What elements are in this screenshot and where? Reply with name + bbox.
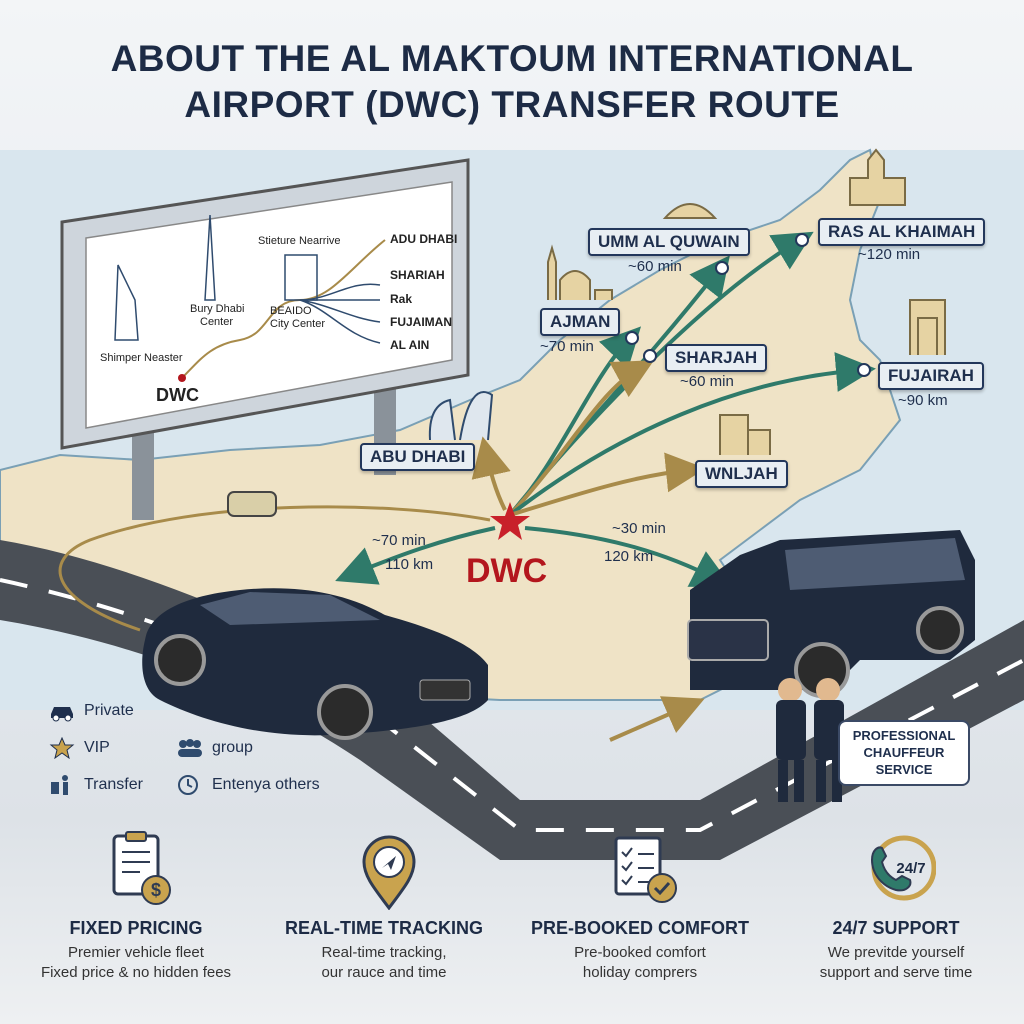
legend-others-label: Entenya others [212, 776, 320, 793]
dest-time-ajman: ~70 min [540, 338, 594, 355]
feature-24-7-support-line-1: We previtde yourself [827, 944, 965, 961]
dest-label-ras-al-khaimah: RAS AL KHAIMAH [818, 218, 986, 246]
traveler-luggage-icon [51, 775, 68, 795]
chauffeur-figures [776, 678, 844, 802]
feature-fixed-pricing: $ FIXED PRICING Premier vehicle fleet Fi… [8, 830, 264, 983]
small-van-icon [227, 491, 277, 517]
group-icon [178, 739, 202, 757]
dest-label-sharjah: SHARJAH [665, 344, 768, 372]
route-stop-markers [625, 233, 871, 377]
title-line-1: ABOUT THE AL MAKTOUM INTERNATIONAL [110, 38, 914, 79]
umm-al-quwain-landmark [662, 203, 718, 219]
ajman-landmark [547, 244, 613, 300]
feature-24-7-support-line-2: support and serve time [819, 964, 973, 981]
dest-time-sharjah: ~60 min [680, 373, 734, 390]
billboard-route-0: ADU DHABI [390, 232, 458, 246]
dest-label-fujairah: FUJAIRAH [878, 362, 984, 390]
road [0, 540, 1024, 860]
dwc-label: DWC [466, 552, 548, 590]
billboard-post-left [132, 430, 154, 520]
dest-label-umm-al-quwain: UMM AL QUWAIN [588, 228, 750, 256]
sedan-car [142, 588, 488, 740]
ras-al-khaimah-landmark [849, 148, 906, 206]
billboard-route-4: AL AIN [390, 338, 430, 352]
dwc-star-icon [490, 502, 530, 540]
feature-24-7-support-title: 24/7 SUPPORT [832, 918, 960, 938]
feature-real-time-tracking-line-2: our rauce and time [321, 964, 447, 981]
fujairah-landmark [909, 299, 946, 355]
bubble-line-2: CHAUFFEUR [863, 745, 945, 760]
billboard-route-1: SHARIAH [390, 268, 445, 282]
feature-real-time-tracking-title: REAL-TIME TRACKING [285, 918, 483, 938]
dest-time-umm-al-quwain: ~60 min [628, 258, 682, 275]
right-route-time: ~30 min [612, 520, 666, 537]
billboard [60, 158, 470, 450]
dest-time-fujairah: ~90 km [898, 392, 948, 409]
legend-others: Entenya others [176, 774, 320, 796]
legend-private: Private [48, 700, 134, 722]
feature-24-7-support: 24/7 24/7 SUPPORT We previtde yourself s… [768, 830, 1024, 983]
billboard-landmark-left: Shimper Neaster [100, 352, 183, 364]
abu-dhabi-landmark [428, 391, 494, 441]
billboard-route-2: Rak [390, 292, 413, 306]
feature-fixed-pricing-line-1: Premier vehicle fleet [68, 944, 204, 961]
feature-pre-booked-comfort-line-1: Pre-booked comfort [574, 944, 706, 961]
wnljah-landmark [719, 414, 771, 455]
legend-private-label: Private [84, 702, 134, 719]
clock-icon [178, 775, 198, 795]
legend-vip-label: VIP [84, 739, 110, 756]
svg-text:$: $ [151, 880, 161, 900]
feature-fixed-pricing-line-2: Fixed price & no hidden fees [40, 964, 232, 981]
bubble-line-1: PROFESSIONAL [852, 728, 956, 743]
feature-pre-booked-comfort-title: PRE-BOOKED COMFORT [531, 918, 749, 938]
billboard-landmark-mid-1: Bury Dhabi [190, 303, 245, 315]
billboard-dwc: DWC [156, 385, 199, 405]
bubble-line-3: SERVICE [875, 762, 933, 777]
support-badge: 24/7 [896, 860, 925, 877]
legend-transfer: Transfer [48, 774, 143, 796]
page-title: ABOUT THE AL MAKTOUM INTERNATIONAL AIRPO… [0, 36, 1024, 128]
feature-pre-booked-comfort-line-2: holiday comprers [582, 964, 698, 981]
billboard-city-2: City Center [270, 318, 326, 330]
legend-group: group [176, 737, 253, 759]
checklist-icon [614, 836, 677, 903]
location-pin-icon [362, 835, 416, 910]
title-line-2: AIRPORT (DWC) TRANSFER ROUTE [184, 84, 840, 125]
billboard-city-1: BEAIDO [270, 305, 312, 317]
car-icon [51, 707, 73, 722]
feature-fixed-pricing-title: FIXED PRICING [69, 918, 203, 938]
billboard-landmark-mid-2: Center [200, 316, 234, 328]
legend-vip: VIP [48, 737, 110, 759]
star-icon [49, 737, 75, 759]
phone-24-7-icon: 24/7 [870, 835, 936, 901]
feature-real-time-tracking-line-1: Real-time tracking, [321, 944, 447, 961]
dest-label-abu-dhabi: ABU DHABI [360, 443, 476, 471]
legend-transfer-label: Transfer [84, 776, 143, 793]
feature-pre-booked-comfort: PRE-BOOKED COMFORT Pre-booked comfort ho… [512, 830, 768, 983]
dest-label-wnljah: WNLJAH [695, 460, 788, 488]
route-arrows [58, 231, 876, 742]
billboard-landmark-top: Stieture Nearrive [258, 235, 341, 247]
chauffeur-service-bubble: PROFESSIONAL CHAUFFEUR SERVICE [838, 720, 970, 786]
left-route-distance: 110 km [385, 556, 434, 573]
dest-label-ajman: AJMAN [540, 308, 621, 336]
dest-time-ras-al-khaimah: ~120 min [858, 246, 921, 263]
left-route-time: ~70 min [372, 532, 426, 549]
legend-group-label: group [212, 739, 253, 756]
suv-car [687, 530, 975, 698]
billboard-route-3: FUJAIMAN [390, 315, 452, 329]
clipboard-dollar-icon: $ [112, 831, 171, 905]
right-route-distance: 120 km [604, 548, 654, 565]
feature-real-time-tracking: REAL-TIME TRACKING Real-time tracking, o… [256, 830, 512, 983]
